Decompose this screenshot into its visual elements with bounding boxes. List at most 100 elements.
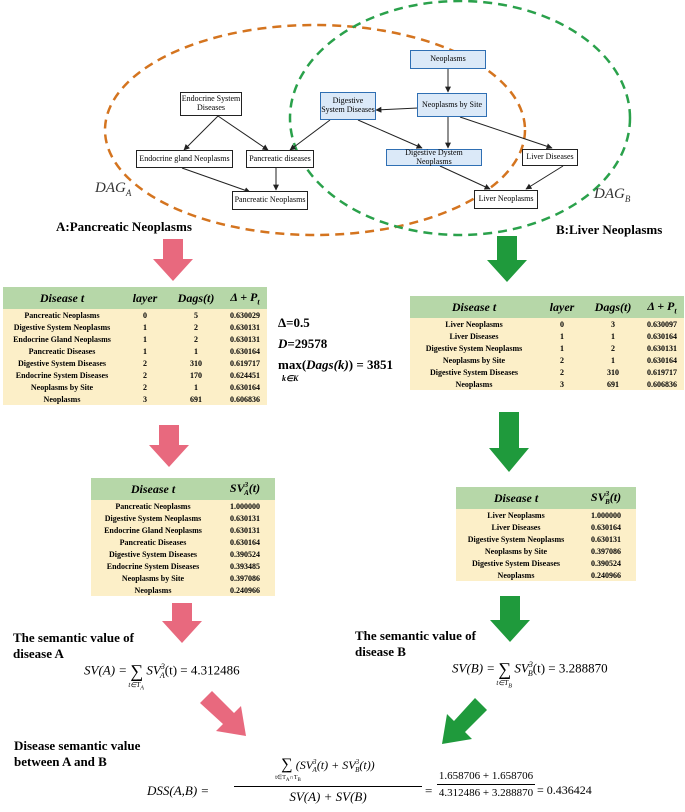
col-dags: Dags(t) (169, 287, 223, 309)
col-disease: Disease t (410, 296, 538, 318)
table-cell: 0.606836 (640, 378, 684, 390)
pink-arrow-3 (162, 603, 202, 643)
semantic-b-sum-sub-text: t∈T (496, 679, 509, 687)
dag-a-sub: A (125, 188, 132, 198)
col-delta-p: Δ + Pt (223, 287, 267, 309)
semantic-b-formula: SV(B) = ∑t∈TB SV3B(t) = 3.288870 (452, 659, 608, 689)
table-cell: Neoplasms by Site (410, 354, 538, 366)
semantic-b-term: SV (514, 660, 529, 676)
dss-sum-sub-3: ∩T (289, 775, 298, 781)
table-cell: 0.630131 (215, 512, 275, 524)
node-digestive-system-diseases: Digestive System Diseases (320, 92, 376, 120)
param-d: D=29578 (278, 333, 393, 354)
node-pancreatic-diseases: Pancreatic diseases (246, 150, 314, 168)
dag-b-sub: B (624, 194, 631, 204)
param-max: max(Dags(k)) = 3851 k∈K (278, 354, 394, 383)
green-arrows (442, 236, 530, 744)
table-cell: 0.630164 (640, 354, 684, 366)
semantic-b-title-1: The semantic value of (355, 628, 476, 643)
table-cell: 0.619717 (640, 366, 684, 378)
table-cell: 2 (538, 354, 586, 366)
semantic-b-title-2: disease B (355, 644, 406, 659)
semantic-b-sum-sub: t∈TB (496, 679, 512, 689)
table-cell: 3 (538, 378, 586, 390)
table-cell: Digestive System Diseases (3, 357, 121, 369)
table-cell: Neoplasms by Site (3, 381, 121, 393)
disease-b-label: B:Liver Neoplasms (556, 222, 663, 237)
node-endocrine-system-diseases: Endocrine System Diseases (180, 92, 242, 116)
table-cell: Neoplasms by Site (456, 545, 576, 557)
table-cell: Digestive System Diseases (410, 366, 538, 378)
semantic-a-term: SV (146, 662, 161, 678)
col-disease: Disease t (3, 287, 121, 309)
semantic-a-sum-sub: t∈TA (128, 681, 144, 691)
dss-fraction-bar-1 (234, 786, 422, 787)
dss-title: Disease semantic value between A and B (14, 738, 140, 770)
table-cell: Endocrine Gland Neoplasms (3, 333, 121, 345)
param-max-suffix: ) = 3851 (348, 357, 394, 372)
table-cell: Endocrine Gland Neoplasms (91, 524, 215, 536)
table-cell: 0.606836 (223, 393, 267, 405)
dss-numerator: ∑t∈TA∩TB (SV3A(t) + SV3B(t)) (234, 756, 422, 783)
node-neoplasms-by-site: Neoplasms by Site (417, 93, 487, 117)
col-sv-arg: (t) (248, 480, 261, 495)
col-sv: SV3B(t) (576, 487, 636, 509)
col-delta-p-text: Δ + P (230, 289, 258, 304)
dss-fraction-bar-2 (437, 784, 535, 785)
table-cell: Neoplasms (3, 393, 121, 405)
table-cell: 170 (169, 369, 223, 381)
node-liver-diseases: Liver Diseases (522, 149, 578, 166)
table-cell: 0.630131 (576, 533, 636, 545)
table-cell: 0.630164 (223, 381, 267, 393)
semantic-a-title-2: disease A (13, 646, 64, 661)
col-delta-p-sub: t (257, 297, 260, 307)
semantic-a-term-arg: (t) = 4.312486 (164, 662, 240, 678)
table-cell: 2 (121, 357, 169, 369)
semantic-a-sum-sub-idx: A (140, 685, 144, 692)
node-neoplasms: Neoplasms (410, 50, 486, 69)
table-cell: 3 (121, 393, 169, 405)
dss-sum-sub-1: t∈T (275, 775, 286, 781)
dss-lhs: DSS(A,B) = (147, 783, 210, 798)
param-delta: Δ=0.5 (278, 315, 310, 330)
semantic-a-title-1: The semantic value of (13, 630, 134, 645)
col-sv-sub: A (244, 489, 249, 498)
table-header-row: Disease t layer Dags(t) Δ + Pt (3, 287, 267, 309)
table-cell: 1 (169, 381, 223, 393)
table-cell: 2 (121, 381, 169, 393)
node-liver-neoplasms: Liver Neoplasms (474, 190, 538, 209)
table-cell: 2 (169, 321, 223, 333)
dss-result: = 0.436424 (537, 783, 592, 797)
table-cell: 0.397086 (576, 545, 636, 557)
semantic-b-term-sup: 3 (528, 660, 533, 670)
table-cell: 1 (121, 333, 169, 345)
table-header-row: Disease t layer Dags(t) Δ + Pt (410, 296, 684, 318)
col-delta-p-text: Δ + P (647, 298, 675, 313)
col-dags: Dags(t) (586, 296, 640, 318)
table-cell: Pancreatic Diseases (3, 345, 121, 357)
table-cell: 0.619717 (223, 357, 267, 369)
dss-fraction-1: ∑t∈TA∩TB (SV3A(t) + SV3B(t)) SV(A) + SV(… (234, 756, 422, 805)
dag-b-text: DAG (594, 186, 625, 202)
table-cell: 0.630029 (223, 309, 267, 321)
table-cell: 2 (169, 333, 223, 345)
table-cell: Pancreatic Diseases (91, 536, 215, 548)
green-arrow-4 (442, 698, 487, 744)
pink-arrow-2 (149, 425, 189, 467)
table-cell: 1 (538, 342, 586, 354)
col-sv-sup: 3 (244, 480, 249, 489)
table-cell: 1.000000 (215, 500, 275, 512)
